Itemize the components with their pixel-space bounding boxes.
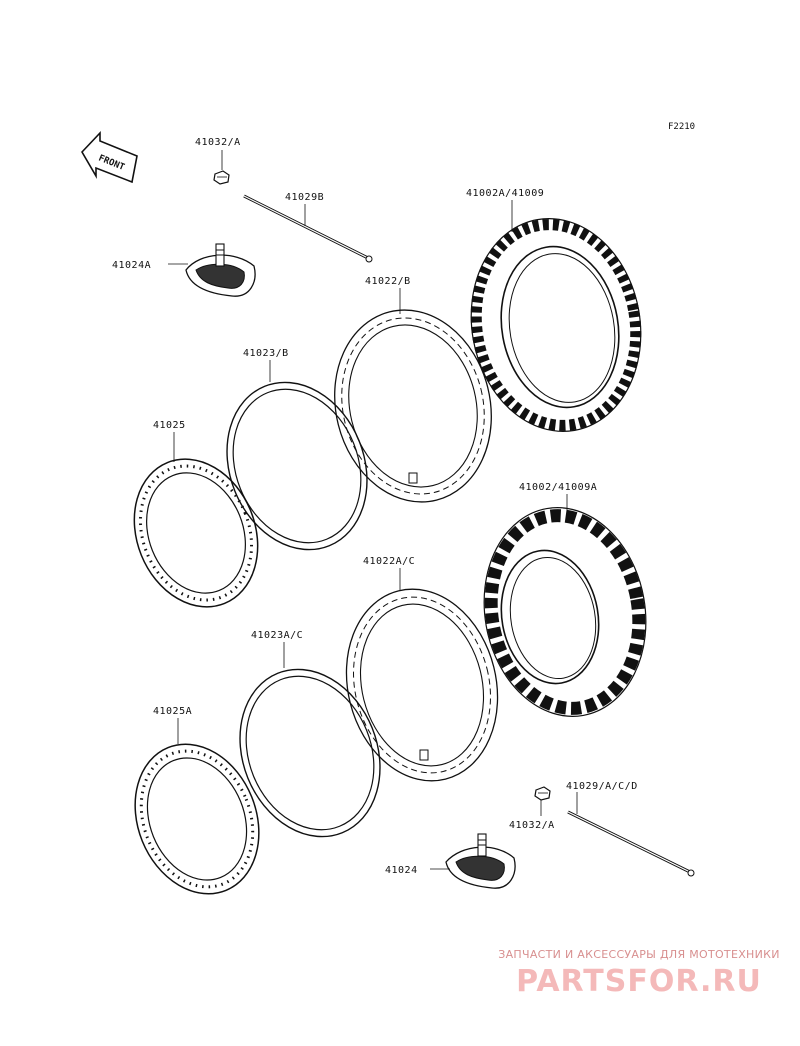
label-valve-cap-bottom: 41032/A bbox=[509, 820, 555, 831]
label-tube-rear: 41022A/C bbox=[363, 556, 415, 567]
label-spoke-top: 41029B bbox=[285, 192, 324, 203]
label-spoke-bottom: 41029/A/C/D bbox=[566, 781, 638, 792]
front-arrow-icon: FRONT bbox=[81, 130, 138, 184]
rim-tape-front bbox=[226, 381, 368, 551]
label-valve-cap-top: 41032/A bbox=[195, 137, 241, 148]
tire-rear bbox=[483, 507, 647, 717]
tube-front bbox=[334, 309, 492, 503]
label-rim-band-bottom: 41024 bbox=[385, 865, 418, 876]
label-rim-band-top: 41024A bbox=[112, 260, 151, 271]
label-rim-tape-rear: 41023A/C bbox=[251, 630, 303, 641]
label-rim-tape-front: 41023/B bbox=[243, 348, 289, 359]
label-tire-rear: 41002/41009A bbox=[519, 482, 597, 493]
rim-rear bbox=[134, 743, 260, 895]
diagram-code: F2210 bbox=[668, 122, 695, 132]
valve-cap-bottom bbox=[534, 786, 551, 801]
watermark-tagline: ЗАПЧАСТИ И АКСЕССУАРЫ ДЛЯ МОТОТЕХНИКИ bbox=[498, 948, 780, 961]
rim-front bbox=[133, 458, 259, 608]
watermark-logo: PARTSFOR.RU bbox=[516, 964, 762, 999]
rim-band-top bbox=[185, 243, 256, 297]
rim-tape-rear bbox=[239, 668, 381, 838]
label-rim-rear: 41025A bbox=[153, 706, 192, 717]
label-rim-front: 41025 bbox=[153, 420, 186, 431]
valve-cap-top bbox=[213, 170, 230, 185]
spoke-bottom bbox=[567, 810, 695, 877]
rim-band-bottom bbox=[445, 833, 516, 889]
tire-front bbox=[470, 218, 642, 432]
spoke-top bbox=[243, 194, 373, 263]
label-tire-front: 41002A/41009 bbox=[466, 188, 544, 199]
label-tube-front: 41022/B bbox=[365, 276, 411, 287]
